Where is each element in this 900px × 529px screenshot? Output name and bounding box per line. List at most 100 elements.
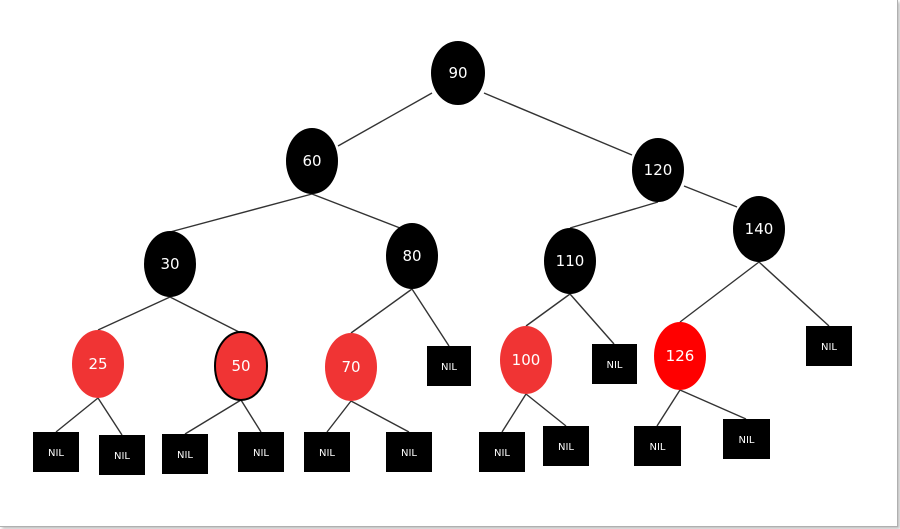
node-shape-120 xyxy=(632,138,684,202)
nil-leaf-nil140r: NIL xyxy=(806,326,852,366)
node-shape-100 xyxy=(500,326,552,394)
edge-n70-nil70l xyxy=(326,400,352,433)
nil-label: NIL xyxy=(253,448,269,459)
nil-leaf-nil50l: NIL xyxy=(162,434,208,474)
tree-node-126: 126 xyxy=(654,322,706,390)
edge-n70-nil70r xyxy=(350,400,410,433)
node-label-80: 80 xyxy=(402,247,421,265)
nil-leaf-nil50r: NIL xyxy=(238,432,284,472)
node-label-90: 90 xyxy=(448,64,467,82)
node-label-140: 140 xyxy=(745,220,774,238)
edge-n60-n80 xyxy=(311,193,401,229)
nil-box xyxy=(162,434,208,474)
edge-n110-n100 xyxy=(525,293,571,327)
nil-box xyxy=(723,419,770,459)
nil-box xyxy=(238,432,284,472)
tree-node-120: 120 xyxy=(632,138,684,202)
node-label-126: 126 xyxy=(666,347,695,365)
edge-n80-n70 xyxy=(350,288,413,334)
nil-label: NIL xyxy=(738,435,754,446)
nil-label: NIL xyxy=(821,342,837,353)
edge-n126-nil126r xyxy=(679,389,747,420)
nil-label: NIL xyxy=(114,451,130,462)
nil-label: NIL xyxy=(606,360,622,371)
tree-node-110: 110 xyxy=(544,228,596,294)
nil-leaf-nil25l: NIL xyxy=(33,432,79,472)
nil-label: NIL xyxy=(558,442,574,453)
tree-node-100: 100 xyxy=(500,326,552,394)
nil-label: NIL xyxy=(494,448,510,459)
node-shape-140 xyxy=(733,196,785,262)
nil-leaf-nil25r: NIL xyxy=(99,435,145,475)
edge-n110-nil110r xyxy=(569,293,615,345)
nil-label: NIL xyxy=(441,362,457,373)
node-label-60: 60 xyxy=(302,152,321,170)
node-shape-70 xyxy=(325,333,377,401)
nil-box xyxy=(386,432,432,472)
edge-n50-nil50l xyxy=(184,399,242,435)
tree-node-25: 25 xyxy=(72,330,124,398)
nil-box xyxy=(479,432,525,472)
node-label-70: 70 xyxy=(341,358,360,376)
tree-node-80: 80 xyxy=(386,223,438,289)
tree-node-60: 60 xyxy=(286,128,338,194)
nil-leaf-nil126l: NIL xyxy=(634,426,681,466)
nil-leaf-nil110r: NIL xyxy=(592,344,637,384)
nil-box xyxy=(634,426,681,466)
node-shape-110 xyxy=(544,228,596,294)
node-label-25: 25 xyxy=(88,355,107,373)
nil-box xyxy=(33,432,79,472)
nil-label: NIL xyxy=(177,450,193,461)
edge-n100-nil100r xyxy=(525,393,567,427)
edge-n80-nil80r xyxy=(411,288,450,347)
node-shape-30 xyxy=(144,231,196,297)
node-shape-60 xyxy=(286,128,338,194)
node-shape-90 xyxy=(431,41,485,105)
edge-n140-n126 xyxy=(679,261,760,323)
node-shape-25 xyxy=(72,330,124,398)
tree-node-50: 50 xyxy=(214,331,268,401)
node-label-30: 30 xyxy=(160,255,179,273)
node-label-50: 50 xyxy=(231,357,250,375)
edge-n30-n50 xyxy=(169,296,242,334)
nil-box xyxy=(427,346,471,386)
node-label-110: 110 xyxy=(556,252,585,270)
tree-node-140: 140 xyxy=(733,196,785,262)
node-shape-126 xyxy=(654,322,706,390)
nil-box xyxy=(99,435,145,475)
nil-label: NIL xyxy=(48,448,64,459)
edge-n50-nil50r xyxy=(240,399,262,433)
edge-n90-n120 xyxy=(483,92,633,156)
edge-n120-n140 xyxy=(683,185,738,208)
tree-node-70: 70 xyxy=(325,333,377,401)
edge-n126-nil126l xyxy=(656,389,681,427)
node-shape-80 xyxy=(386,223,438,289)
edge-n60-n30 xyxy=(169,193,313,233)
node-label-120: 120 xyxy=(644,161,673,179)
nil-box xyxy=(304,432,350,472)
nil-leaf-nil80r: NIL xyxy=(427,346,471,386)
nil-leaf-nil70l: NIL xyxy=(304,432,350,472)
nil-leaf-nil70r: NIL xyxy=(386,432,432,472)
edges-layer xyxy=(55,92,830,436)
tree-node-30: 30 xyxy=(144,231,196,297)
nil-label: NIL xyxy=(649,442,665,453)
nil-label: NIL xyxy=(401,448,417,459)
tree-node-90: 90 xyxy=(431,41,485,105)
edge-n90-n60 xyxy=(337,92,433,147)
nil-box xyxy=(592,344,637,384)
nil-leaf-nil100r: NIL xyxy=(543,426,589,466)
node-shape-50 xyxy=(214,331,268,401)
edge-n30-n25 xyxy=(97,296,171,331)
edge-n120-n110 xyxy=(569,201,659,229)
nil-leaf-nil126r: NIL xyxy=(723,419,770,459)
edge-n25-nil25r xyxy=(97,397,123,436)
node-label-100: 100 xyxy=(512,351,541,369)
nil-label: NIL xyxy=(319,448,335,459)
edge-n100-nil100l xyxy=(501,393,527,433)
nil-leaf-nil100l: NIL xyxy=(479,432,525,472)
nil-box xyxy=(806,326,852,366)
